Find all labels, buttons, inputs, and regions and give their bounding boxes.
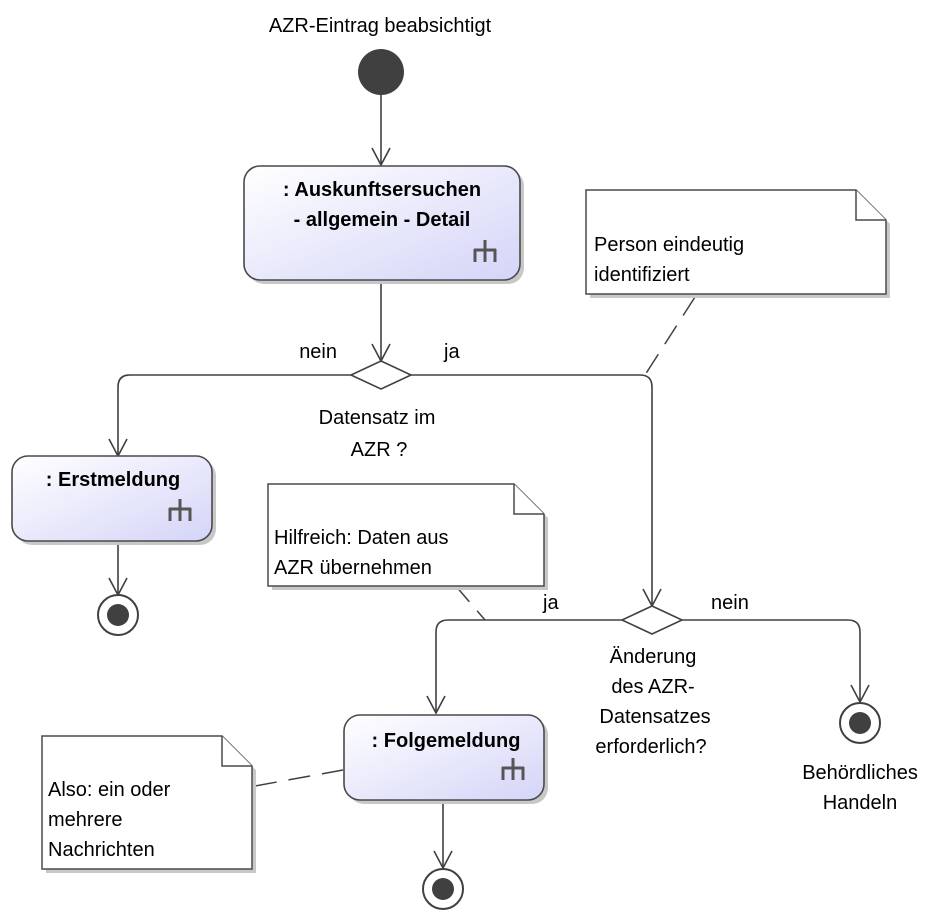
end-label-line1: Behördliches: [802, 762, 918, 784]
edge-erstmeldung-to-final: [108, 541, 128, 597]
note-also-connector: [254, 769, 344, 787]
edge-folgemeldung-to-final: [433, 799, 453, 870]
action-auskunftsersuchen[interactable]: : Auskunftsersuchen - allgemein - Detail: [243, 165, 524, 284]
decision-aenderung-no-label: nein: [711, 592, 749, 614]
edge-decision-to-erstmeldung: [108, 374, 351, 458]
note-hilfreich: Hilfreich: Daten aus AZR übernehmen: [267, 483, 548, 590]
note-person-line1: Person eindeutig: [594, 234, 744, 256]
call-behavior-icon: [473, 240, 497, 262]
action-folgemeldung[interactable]: : Folgemeldung: [343, 714, 548, 804]
start-label: AZR-Eintrag beabsichtigt: [269, 15, 492, 37]
decision-aenderung-yes-label: ja: [542, 592, 559, 614]
note-hilfreich-line1: Hilfreich: Daten aus: [274, 527, 449, 549]
final-node-erstmeldung: [97, 594, 139, 636]
note-hilfreich-line2: AZR übernehmen: [274, 557, 432, 579]
decision-datensatz-no-label: nein: [299, 341, 337, 363]
edge-auskunft-to-decision: [371, 280, 391, 363]
note-person-line2: identifiziert: [594, 264, 690, 286]
call-behavior-icon: [501, 758, 525, 780]
action-erstmeldung[interactable]: : Erstmeldung: [11, 455, 216, 545]
decision-aenderung-line3: Datensatzes: [599, 706, 710, 728]
final-node-behoerdlich: Behördliches Handeln: [802, 702, 918, 814]
note-also: Also: ein oder mehrere Nachrichten: [41, 735, 256, 873]
action-erstmeldung-label: : Erstmeldung: [46, 469, 180, 491]
decision-aenderung-line4: erforderlich?: [595, 736, 706, 758]
note-also-line1: Also: ein oder: [48, 779, 171, 801]
end-label-line2: Handeln: [823, 792, 898, 814]
note-also-line2: mehrere: [48, 809, 122, 831]
action-folgemeldung-label: : Folgemeldung: [372, 730, 521, 752]
action-auskunft-line2: - allgemein - Detail: [294, 209, 471, 231]
edge-aenderung-to-behoerdlich: [682, 619, 870, 704]
decision-datensatz-yes-label: ja: [443, 341, 460, 363]
decision-aenderung-line1: Änderung: [610, 646, 697, 668]
note-hilfreich-connector: [454, 584, 486, 621]
note-also-line3: Nachrichten: [48, 839, 155, 861]
note-person-connector: [644, 296, 696, 376]
edge-start-to-auskunft: [371, 95, 391, 167]
decision-datensatz-line2: AZR ?: [351, 439, 408, 461]
action-auskunft-line1: : Auskunftsersuchen: [283, 179, 481, 201]
decision-aenderung-line2: des AZR-: [611, 676, 694, 698]
call-behavior-icon: [168, 499, 192, 521]
note-person: Person eindeutig identifiziert: [585, 189, 890, 298]
decision-aenderung: ja nein Änderung des AZR- Datensatzes er…: [542, 592, 749, 758]
decision-datensatz-line1: Datensatz im: [319, 407, 436, 429]
decision-datensatz: nein ja Datensatz im AZR ?: [299, 341, 460, 461]
edge-aenderung-to-folgemeldung: [426, 619, 622, 715]
final-node-folgemeldung: [422, 868, 464, 910]
initial-node: [358, 49, 404, 95]
